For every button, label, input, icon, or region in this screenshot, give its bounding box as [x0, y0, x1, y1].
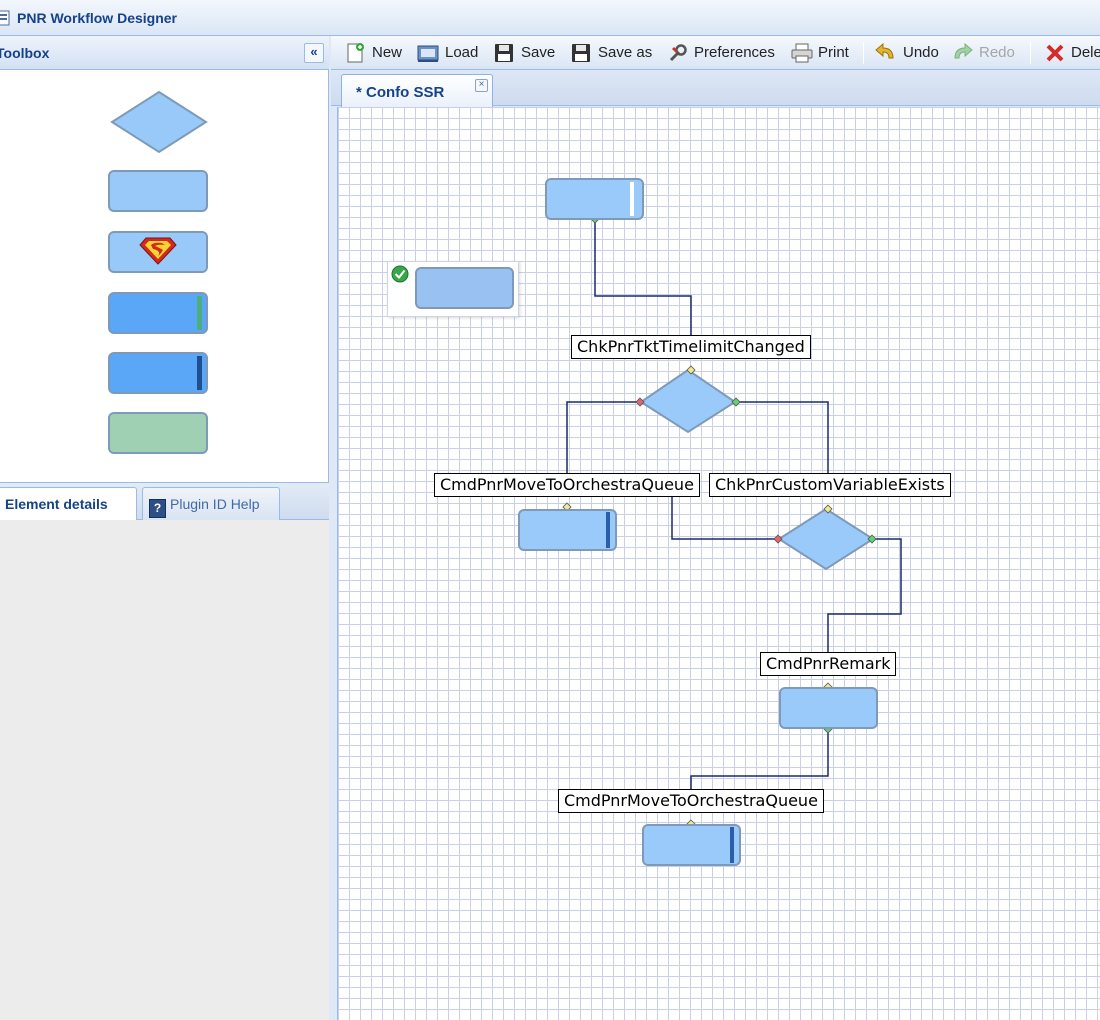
toolbox-title: Toolbox [0, 45, 50, 61]
save-icon [495, 44, 513, 62]
port-decision1-false[interactable] [635, 397, 645, 407]
tab-element-details[interactable]: Element details [0, 487, 137, 522]
help-book-icon: ? [149, 499, 166, 518]
port-decision2-false[interactable] [773, 534, 783, 544]
delete-button-label: Dele [1071, 44, 1100, 61]
toolbox-end-shape[interactable] [108, 412, 208, 454]
command-node-remark[interactable] [779, 687, 878, 729]
wrench-icon [669, 44, 687, 62]
dark-bar [197, 356, 202, 390]
start-node[interactable] [545, 178, 644, 220]
tab-plugin-id-help[interactable]: ?Plugin ID Help [142, 487, 280, 521]
save-as-button[interactable]: Save as [571, 41, 657, 65]
node-label-chkpnrtkttimelimitchanged[interactable]: ChkPnrTktTimelimitChanged [571, 335, 811, 359]
tab-confo-ssr[interactable]: * Confo SSR × [341, 74, 493, 107]
selected-floating-node[interactable] [387, 261, 519, 317]
app-title: PNR Workflow Designer [17, 10, 177, 26]
toolbox-header: Toolbox « [0, 36, 329, 70]
preferences-button[interactable]: Preferences [668, 41, 780, 65]
save-as-icon [572, 44, 590, 62]
redo-button[interactable]: Redo [951, 41, 1017, 65]
command-node-move-queue-1[interactable] [518, 509, 617, 551]
element-details-panel [0, 520, 329, 1020]
load-button-label: Load [445, 44, 479, 61]
save-button[interactable]: Save [494, 41, 558, 65]
node-label-cmdpnrmovetoorchestraqueue-1[interactable]: CmdPnrMoveToOrchestraQueue [434, 473, 700, 497]
new-button-label: New [372, 44, 403, 61]
details-tabstrip: Element details ?Plugin ID Help [0, 482, 329, 522]
superman-icon [139, 237, 177, 265]
load-icon [417, 45, 439, 62]
dark-bar [606, 512, 610, 548]
collapse-button[interactable]: « [304, 43, 324, 63]
save-as-button-label: Save as [598, 44, 653, 61]
toolbar-separator [863, 42, 864, 64]
undo-button-label: Undo [903, 44, 939, 61]
floating-command-shape[interactable] [415, 267, 514, 309]
toolbox-superman-shape[interactable] [108, 231, 208, 273]
tab-confo-ssr-label: * Confo SSR [356, 84, 445, 101]
printer-icon [791, 43, 813, 63]
toolbar-separator [1030, 42, 1031, 64]
delete-icon [1046, 44, 1064, 62]
close-tab-icon[interactable]: × [475, 79, 488, 92]
port-decision2-in[interactable] [823, 504, 833, 514]
dark-bar [730, 827, 734, 863]
main-toolbar: New Load Save Save as Preferences [331, 36, 1100, 70]
tab-element-details-label: Element details [5, 496, 108, 512]
toolbox-dark-bar-command-shape[interactable] [108, 352, 208, 394]
delete-button[interactable]: Dele [1045, 41, 1100, 65]
tab-plugin-id-help-label: Plugin ID Help [170, 496, 260, 512]
port-decision2-true[interactable] [867, 534, 877, 544]
node-label-cmdpnrmovetoorchestraqueue-2[interactable]: CmdPnrMoveToOrchestraQueue [558, 789, 824, 813]
title-bar: PNR Workflow Designer [0, 0, 1100, 36]
green-bar [197, 296, 202, 330]
connector-wires [562, 214, 902, 829]
check-circle-icon [391, 265, 409, 283]
start-node-bar [630, 182, 634, 216]
preferences-button-label: Preferences [694, 44, 775, 61]
undo-button[interactable]: Undo [875, 41, 943, 65]
toolbox-command-shape[interactable] [108, 170, 208, 212]
toolbox-green-bar-command-shape[interactable] [108, 292, 208, 334]
decision-node-1[interactable] [639, 368, 737, 434]
redo-button-label: Redo [979, 44, 1015, 61]
app-icon [0, 10, 10, 26]
command-node-move-queue-2[interactable] [642, 824, 741, 866]
load-button[interactable]: Load [417, 41, 481, 65]
print-button-label: Print [818, 44, 849, 61]
port-decision1-in[interactable] [686, 365, 696, 375]
decision-node-2[interactable] [777, 507, 875, 571]
node-label-chkpnrcustomvariableexists[interactable]: ChkPnrCustomVariableExists [709, 473, 951, 497]
new-button[interactable]: New [345, 41, 405, 65]
node-label-cmdpnrremark[interactable]: CmdPnrRemark [760, 652, 897, 676]
save-button-label: Save [521, 44, 556, 61]
left-panel: Toolbox « Element details ?Plugin ID Hel… [0, 36, 329, 1020]
port-decision1-true[interactable] [731, 397, 741, 407]
new-document-icon [347, 43, 364, 63]
print-button[interactable]: Print [791, 41, 855, 65]
redo-icon [954, 43, 973, 59]
document-tabstrip: * Confo SSR × [331, 70, 1100, 107]
workflow-canvas[interactable]: ChkPnrTktTimelimitChanged CmdPnrMoveToOr… [337, 107, 1100, 1020]
undo-icon [875, 43, 894, 59]
toolbox-decision-shape[interactable] [110, 90, 208, 154]
